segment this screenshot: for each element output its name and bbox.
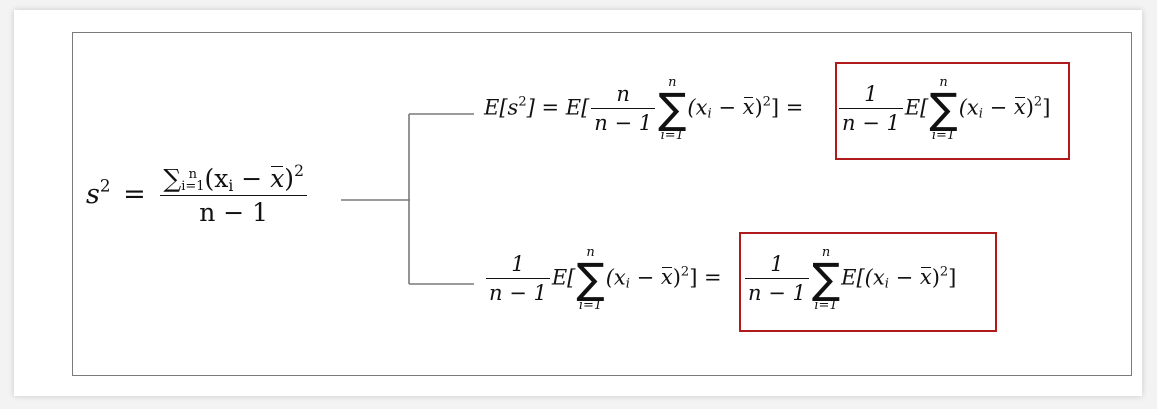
bottom-boxed-sum: n∑i=1	[812, 246, 840, 312]
lhs-num-sub: i	[228, 176, 234, 195]
bottom-boxed-sum-upper: n	[821, 245, 831, 260]
bottom-boxed-body-close: )	[931, 265, 940, 290]
top-sum: n∑i=1	[658, 76, 686, 142]
top-boxed-body-exp: 2	[1033, 94, 1043, 110]
branch-connector	[341, 113, 474, 285]
top-body-sub: i	[707, 106, 712, 122]
lhs-variable: s	[86, 179, 100, 211]
bottom-body-exp: 2	[680, 264, 690, 280]
bottom-sum-upper: n	[586, 245, 595, 260]
top-sigma-icon: ∑	[658, 84, 687, 133]
top-e-exp: 2	[518, 94, 527, 110]
top-boxed-frac-num: 1	[864, 81, 878, 106]
bottom-highlight-box	[739, 232, 997, 332]
top-boxed-body-sub: i	[978, 106, 983, 122]
bottom-sum-lower: i=1	[578, 297, 603, 313]
top-body-exp: 2	[762, 94, 771, 110]
top-boxed-body-minus: −	[982, 95, 1014, 120]
bottom-boxed-frac-num: 1	[770, 251, 784, 276]
top-boxed-sum: n∑i=1	[929, 76, 957, 142]
bottom-boxed-sigma-icon: ∑	[811, 254, 841, 303]
bottom-sigma-icon: ∑	[576, 254, 605, 303]
top-boxed-body-open: (x	[958, 95, 979, 120]
lhs-num-close: )	[284, 164, 295, 193]
top-body-minus: −	[711, 95, 743, 120]
lhs-num-minus: −	[233, 164, 271, 193]
top-boxed-body-close: )	[1025, 95, 1034, 120]
diagram-frame	[72, 32, 1132, 376]
top-e-open: E[s	[484, 95, 519, 120]
top-body-close: )	[754, 95, 763, 120]
bottom-sum: n∑i=1	[576, 246, 604, 312]
top-body-xbar: x	[742, 95, 755, 120]
bottom-boxed-body-xbar: x	[919, 265, 932, 290]
bottom-boxed-body-exp: 2	[939, 264, 949, 280]
bottom-boxed-sum-lower: i=1	[814, 297, 838, 313]
bottom-boxed-body-sub: i	[884, 276, 889, 292]
top-body-open: (x	[687, 95, 708, 120]
bottom-e-open: E[	[551, 265, 576, 290]
lhs-sum-lower: i=1	[181, 178, 205, 194]
top-frac-num: n	[616, 81, 630, 106]
bottom-body-xbar: x	[660, 265, 673, 290]
bottom-body-open: (x	[605, 265, 626, 290]
top-boxed-sigma-icon: ∑	[929, 84, 958, 133]
top-boxed-body-xbar: x	[1013, 95, 1026, 120]
top-boxed-e: E[	[904, 95, 929, 120]
top-sum-lower: i=1	[660, 127, 684, 143]
top-boxed-frac-den: n − 1	[839, 107, 903, 134]
top-sum-upper: n	[668, 75, 677, 90]
bottom-body-end: ] =	[689, 265, 722, 290]
lhs-equals: =	[123, 179, 146, 211]
bottom-body-close: )	[672, 265, 681, 290]
bottom-frac-num: 1	[511, 251, 525, 276]
top-boxed-body-end: ]	[1042, 95, 1051, 120]
top-frac-den: n − 1	[591, 107, 656, 134]
lhs-num-open: (x	[204, 164, 229, 193]
bottom-body-sub: i	[625, 276, 630, 292]
lhs-num-xbar: x	[270, 164, 285, 193]
bottom-body-minus: −	[629, 265, 661, 290]
top-boxed-sum-lower: i=1	[931, 127, 956, 143]
lhs-denominator: n − 1	[160, 195, 307, 225]
lhs-exponent: 2	[99, 175, 111, 196]
bottom-boxed-body-minus: −	[888, 265, 920, 290]
lhs-sum-symbol: ∑	[163, 164, 182, 193]
top-body-end: ] =	[770, 95, 804, 120]
bottom-boxed-body-end: ]	[948, 265, 957, 290]
bottom-boxed-body-open: E[(x	[841, 265, 885, 290]
lhs-sum-upper: n	[188, 166, 198, 182]
bottom-boxed-frac-den: n − 1	[745, 277, 809, 304]
top-e-close: ] = E[	[526, 95, 590, 120]
lhs-num-exp: 2	[294, 162, 304, 181]
top-boxed-sum-upper: n	[939, 75, 948, 90]
top-highlight-box	[835, 62, 1070, 160]
bottom-frac-den: n − 1	[486, 277, 550, 304]
